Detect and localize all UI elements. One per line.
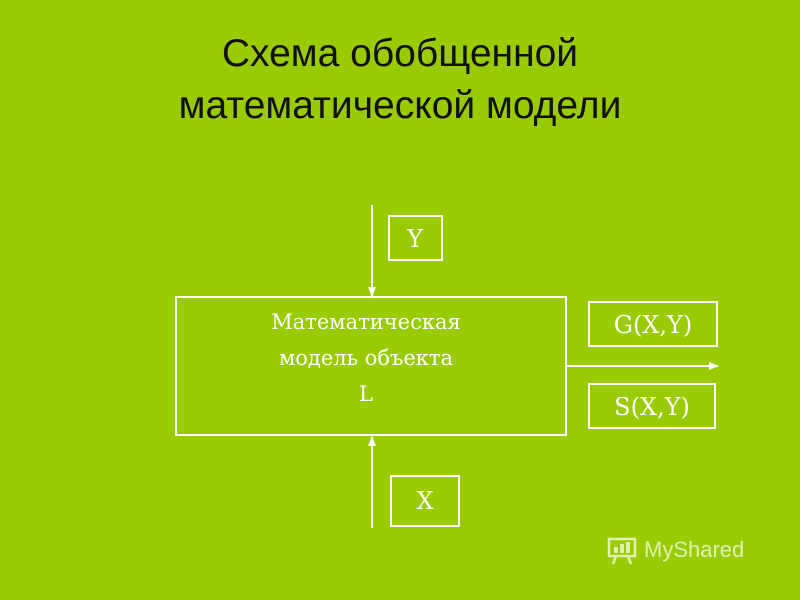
model-box-line-3: L <box>359 382 373 406</box>
output-g-label: G(X,Y) <box>614 311 692 339</box>
output-s-box <box>588 383 716 429</box>
slide-title: Схема обобщенной математической модели <box>0 28 800 132</box>
presentation-board-icon <box>607 537 637 565</box>
model-box-line-2: модель объекта <box>279 346 453 370</box>
output-g-box <box>588 301 718 347</box>
myshared-watermark: MyShared <box>606 534 744 566</box>
output-s-label: S(X,Y) <box>614 393 690 421</box>
slide-title-line-2: математической модели <box>178 84 622 127</box>
input-y-box <box>388 215 443 261</box>
watermark-text: MyShared <box>644 537 745 562</box>
input-x-label: X <box>416 487 433 515</box>
input-x-box <box>390 475 460 527</box>
slide-title-line-1: Схема обобщенной <box>221 32 579 75</box>
model-box-line-1: Математическая <box>271 310 461 334</box>
input-y-label: Y <box>406 225 424 253</box>
